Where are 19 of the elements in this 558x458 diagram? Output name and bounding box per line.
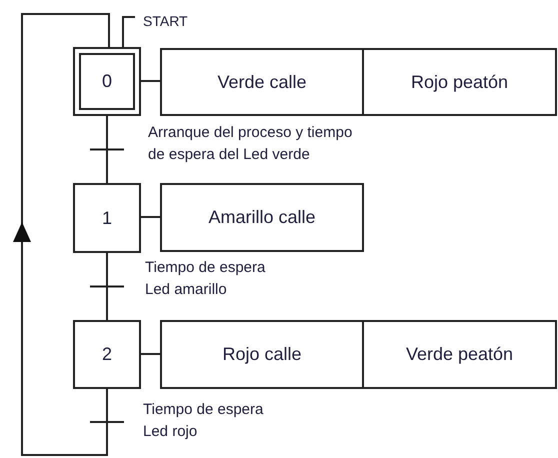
transition-condition: Tiempo de espera Led amarillo	[145, 258, 266, 300]
transition-line	[13, 13, 124, 456]
action-box: Rojo peatón	[362, 48, 557, 116]
step-box: 2	[73, 320, 141, 389]
transition-line	[90, 253, 124, 320]
action-box: Verde calle	[160, 48, 364, 116]
action-box: Amarillo calle	[160, 183, 364, 252]
action-box: Verde peatón	[362, 320, 557, 389]
transition-condition: Arranque del proceso y tiempo de espera del Led verde	[148, 123, 354, 165]
start-label: START	[143, 10, 203, 32]
transition-line	[90, 116, 124, 183]
action-link	[141, 216, 160, 218]
action-link	[141, 80, 160, 82]
step-box: 1	[73, 183, 141, 253]
initial-step-box: 0	[73, 47, 141, 116]
action-box: Rojo calle	[160, 320, 364, 389]
action-link	[141, 353, 160, 355]
start-line	[122, 16, 135, 47]
transition-condition: Tiempo de espera Led rojo	[143, 400, 264, 442]
